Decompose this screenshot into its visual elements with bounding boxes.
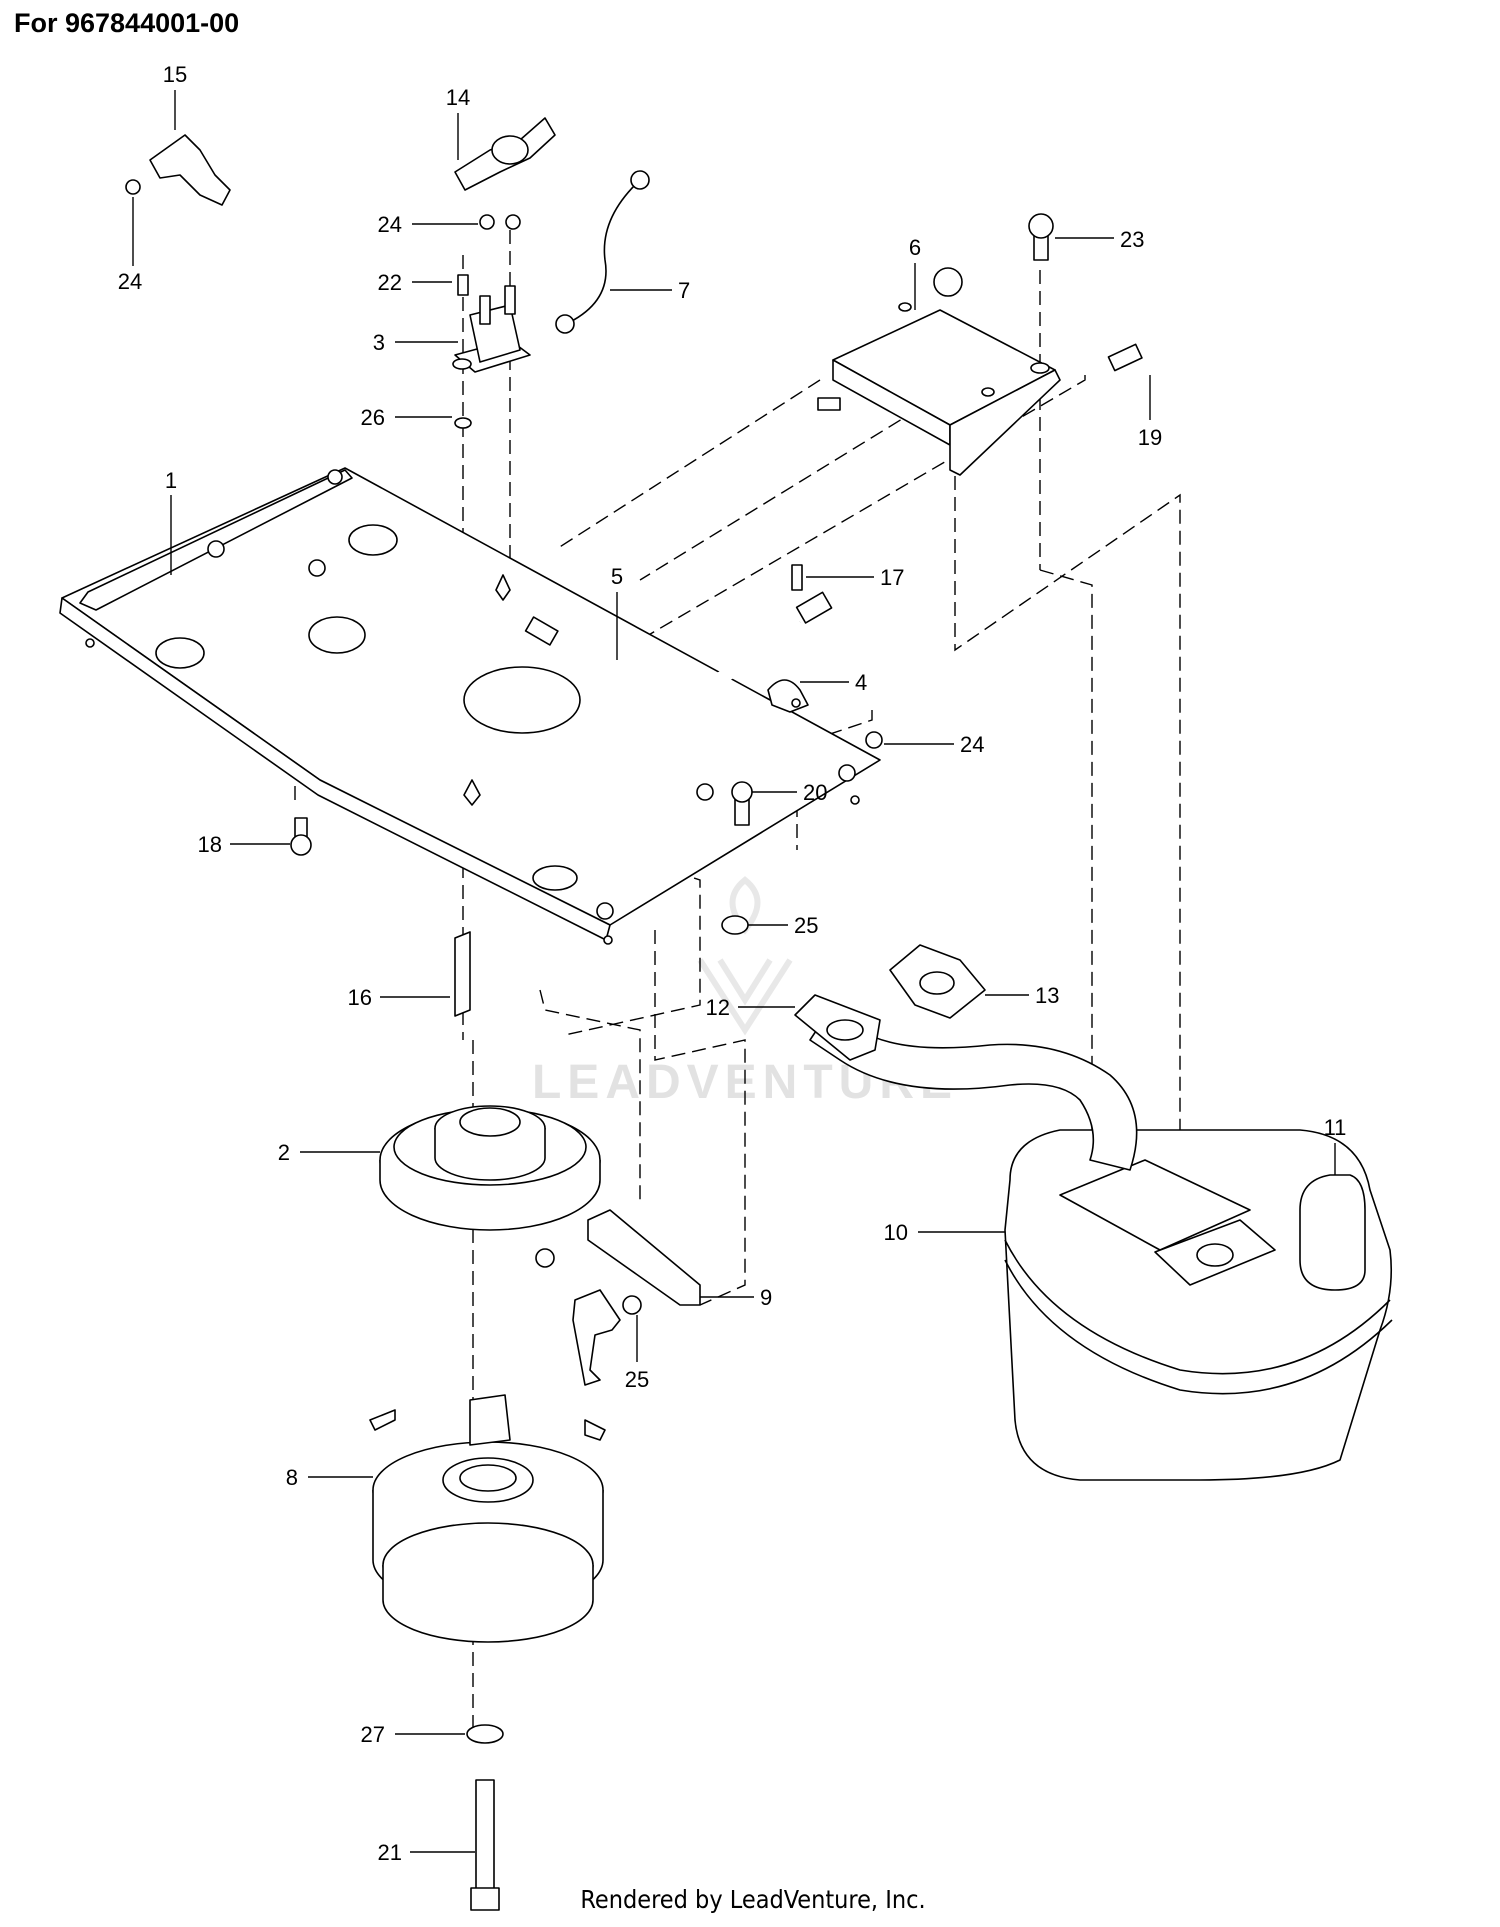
- callout-16: 16: [348, 985, 372, 1010]
- callout-7: 7: [678, 278, 690, 303]
- part-4-clamp: [767, 679, 809, 713]
- callout-21: 21: [378, 1840, 402, 1865]
- callout-24-plate: 24: [960, 732, 984, 757]
- callout-1: 1: [165, 468, 177, 493]
- callout-4: 4: [855, 670, 867, 695]
- part-12-exhaust-pipe: [794, 994, 1138, 1171]
- callout-12: 12: [706, 995, 730, 1020]
- footer-text: Rendered by LeadVenture, Inc.: [580, 1885, 926, 1914]
- callout-2: 2: [278, 1140, 290, 1165]
- callout-6: 6: [909, 235, 921, 260]
- part-14-terminal-boot: [454, 117, 556, 191]
- callout-23: 23: [1120, 227, 1144, 252]
- callout-14: 14: [446, 85, 470, 110]
- part-3-solenoid: [452, 285, 531, 373]
- hardware-nuts-bolts: [125, 179, 1143, 1911]
- part-8-clutch: [369, 1394, 606, 1643]
- callout-9: 9: [760, 1285, 772, 1310]
- callouts: 15 14 24 24 22 3 26 7 6 23 19 1 5 17 4 2…: [118, 62, 1347, 1865]
- callout-25-plate: 25: [794, 913, 818, 938]
- part-11-exhaust-elbow: [1154, 1174, 1366, 1291]
- part-7-wire: [555, 170, 650, 334]
- callout-11: 11: [1324, 1115, 1347, 1140]
- callout-3: 3: [373, 330, 385, 355]
- callout-27: 27: [361, 1722, 385, 1747]
- callout-24-top-left: 24: [118, 269, 142, 294]
- callout-19: 19: [1138, 425, 1162, 450]
- callout-20: 20: [803, 780, 827, 805]
- part-10-muffler: [1004, 1129, 1393, 1481]
- callout-13: 13: [1035, 983, 1059, 1008]
- part-9-bracket: [535, 1209, 701, 1386]
- callout-8: 8: [286, 1465, 298, 1490]
- callout-5: 5: [611, 564, 623, 589]
- callout-24-solenoid: 24: [378, 212, 402, 237]
- diagram-title: For 967844001-00: [14, 8, 240, 38]
- callout-10: 10: [884, 1220, 908, 1245]
- part-2-pulley: [379, 1105, 601, 1231]
- part-13-gasket: [889, 944, 986, 1019]
- part-1-mounting-plate: [59, 467, 881, 945]
- callout-17: 17: [880, 565, 904, 590]
- part-15-terminal-boot: [149, 134, 231, 206]
- callout-25-bracket: 25: [625, 1367, 649, 1392]
- callout-18: 18: [198, 832, 222, 857]
- footer-credit: Rendered by LeadVenture, Inc.: [0, 1885, 1500, 1914]
- part-5-fuel-line: [524, 591, 833, 695]
- callout-22: 22: [378, 270, 402, 295]
- part-6-bracket: [817, 267, 1061, 476]
- callout-26: 26: [361, 405, 385, 430]
- callout-15: 15: [163, 62, 187, 87]
